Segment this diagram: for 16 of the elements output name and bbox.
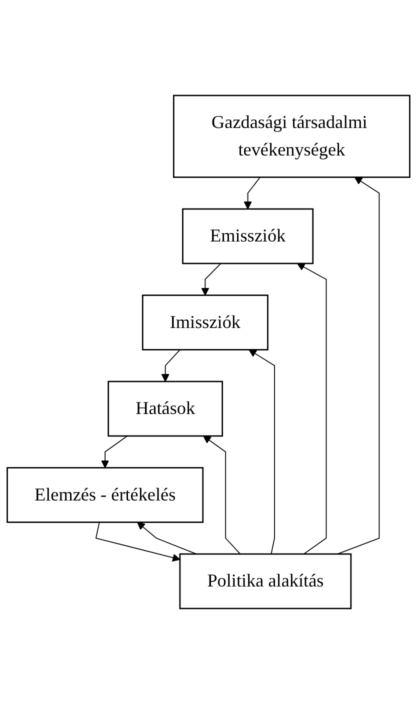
node-box: Hatások [108, 380, 224, 437]
arrow [95, 522, 180, 562]
arrow [336, 176, 380, 554]
arrow [203, 436, 241, 554]
arrow [161, 349, 180, 382]
arrow [101, 436, 128, 468]
node-box: Gazdasági társadalmi tevékenységek [172, 94, 410, 178]
arrow [244, 176, 261, 210]
arrow [296, 263, 327, 554]
arrow [201, 263, 222, 296]
node-box: Emissziók [182, 208, 314, 264]
node-box: Politika alakítás [179, 553, 352, 610]
arrow [137, 522, 197, 554]
node-box: Elemzés - értékelés [6, 467, 204, 523]
arrow [248, 349, 275, 554]
node-box: Imissziók [142, 294, 268, 350]
